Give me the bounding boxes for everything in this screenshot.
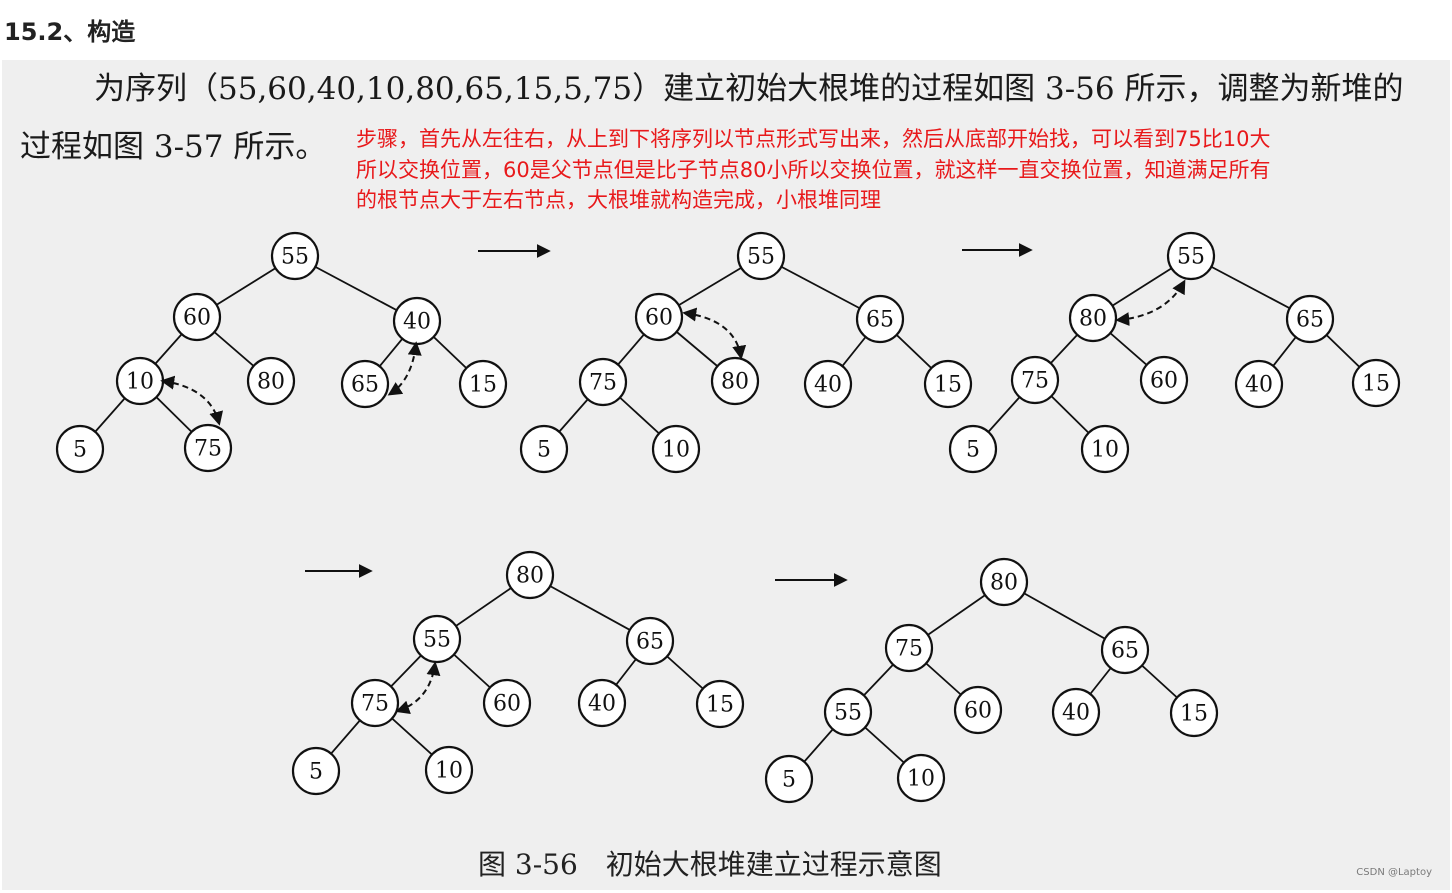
step-2-node-label: 15 bbox=[934, 373, 962, 398]
step-3-node-label: 40 bbox=[1245, 373, 1273, 398]
step-1-node-label: 75 bbox=[194, 437, 222, 462]
step-5-node-label: 5 bbox=[782, 768, 796, 793]
step-2-node-label: 10 bbox=[662, 438, 690, 463]
step-5-node-label: 40 bbox=[1062, 701, 1090, 726]
step-5-node-label: 10 bbox=[907, 767, 935, 792]
step-2-node-15 bbox=[923, 359, 973, 409]
step-3-node-10 bbox=[1080, 424, 1130, 474]
figure-caption: 图 3-56 初始大根堆建立过程示意图 bbox=[478, 848, 942, 881]
step-1-node-label: 5 bbox=[73, 438, 87, 463]
step-2-node-label: 75 bbox=[589, 371, 617, 396]
step-1-node-55 bbox=[270, 231, 320, 281]
step-3-node-label: 65 bbox=[1296, 308, 1324, 333]
step-2-node-label: 55 bbox=[747, 245, 775, 270]
step-3-node-60 bbox=[1139, 355, 1189, 405]
step-5-node-60 bbox=[953, 685, 1003, 735]
step-4-node-15 bbox=[695, 679, 745, 729]
step-1-node-80 bbox=[246, 356, 296, 406]
step-2-node-40 bbox=[803, 359, 853, 409]
step-4-node-5 bbox=[291, 746, 341, 796]
step-2-node-55 bbox=[736, 231, 786, 281]
step-4-node-label: 40 bbox=[588, 692, 616, 717]
figure-panel bbox=[2, 60, 1450, 890]
step-5-node-label: 80 bbox=[990, 571, 1018, 596]
step-4-node-label: 55 bbox=[423, 628, 451, 653]
step-1-node-15 bbox=[458, 359, 508, 409]
step-3-node-label: 80 bbox=[1079, 307, 1107, 332]
step-5-node-65 bbox=[1100, 625, 1150, 675]
step-4-node-label: 15 bbox=[706, 693, 734, 718]
step-4-node-label: 65 bbox=[636, 630, 664, 655]
step-1-node-60 bbox=[172, 292, 222, 342]
annotation-line-1: 步骤，首先从左往右，从上到下将序列以节点形式写出来，然后从底部开始找，可以看到7… bbox=[356, 127, 1271, 151]
step-2-node-10 bbox=[651, 424, 701, 474]
step-5-node-label: 55 bbox=[834, 701, 862, 726]
step-5-node-75 bbox=[884, 623, 934, 673]
step-1-node-label: 10 bbox=[126, 370, 154, 395]
step-5-node-40 bbox=[1051, 687, 1101, 737]
step-4-node-label: 75 bbox=[361, 692, 389, 717]
step-4-node-40 bbox=[577, 678, 627, 728]
step-3-node-label: 55 bbox=[1177, 245, 1205, 270]
step-5-node-10 bbox=[896, 753, 946, 803]
step-5-node-15 bbox=[1169, 688, 1219, 738]
annotation-line-2: 所以交换位置，60是父节点但是比子节点80小所以交换位置，就这样一直交换位置，知… bbox=[356, 157, 1271, 182]
step-2-node-label: 40 bbox=[814, 373, 842, 398]
step-2-node-60 bbox=[634, 292, 684, 342]
step-1-node-label: 80 bbox=[257, 370, 285, 395]
step-4-node-60 bbox=[482, 678, 532, 728]
annotation-note: 步骤，首先从左往右，从上到下将序列以节点形式写出来，然后从底部开始找，可以看到7… bbox=[356, 124, 1406, 216]
step-1-swap-arrow-1 bbox=[160, 375, 223, 426]
step-5-node-label: 60 bbox=[964, 699, 992, 724]
step-2-swap-arrow-1 bbox=[682, 307, 747, 360]
step-2-node-65 bbox=[855, 294, 905, 344]
step-3-node-label: 15 bbox=[1362, 372, 1390, 397]
step-2-node-label: 80 bbox=[721, 370, 749, 395]
step-3-node-15 bbox=[1351, 358, 1401, 408]
step-3-node-label: 5 bbox=[966, 438, 980, 463]
step-1-node-5 bbox=[55, 424, 105, 474]
step-4-node-65 bbox=[625, 616, 675, 666]
step-1-node-label: 65 bbox=[351, 373, 379, 398]
step-1-node-label: 40 bbox=[403, 310, 431, 335]
step-1-node-label: 15 bbox=[469, 373, 497, 398]
book-text-line-2: 过程如图 3-57 所示。 bbox=[20, 129, 327, 165]
step-4-node-80 bbox=[505, 550, 555, 600]
step-5-node-80 bbox=[979, 557, 1029, 607]
step-5-node-label: 65 bbox=[1111, 639, 1139, 664]
step-5-node-5 bbox=[764, 754, 814, 804]
step-3-node-label: 60 bbox=[1150, 369, 1178, 394]
step-2-node-75 bbox=[578, 357, 628, 407]
step-3-node-55 bbox=[1166, 231, 1216, 281]
step-4-node-label: 80 bbox=[516, 564, 544, 589]
step-3-node-40 bbox=[1234, 359, 1284, 409]
step-5-node-label: 75 bbox=[895, 637, 923, 662]
step-4-node-label: 10 bbox=[435, 759, 463, 784]
annotation-line-3: 的根节点大于左右节点，大根堆就构造完成，小根堆同理 bbox=[356, 188, 881, 212]
step-2-node-label: 5 bbox=[537, 438, 551, 463]
step-3-node-label: 75 bbox=[1021, 369, 1049, 394]
step-1-swap-arrow-2 bbox=[387, 341, 422, 396]
section-title: 15.2、构造 bbox=[4, 18, 136, 46]
step-2-node-5 bbox=[519, 424, 569, 474]
step-1-node-label: 60 bbox=[183, 306, 211, 331]
step-1-node-label: 55 bbox=[281, 245, 309, 270]
step-3-node-5 bbox=[948, 424, 998, 474]
step-5-node-55 bbox=[823, 687, 873, 737]
step-3-node-label: 10 bbox=[1091, 438, 1119, 463]
step-2-node-label: 65 bbox=[866, 308, 894, 333]
step-4-swap-arrow-1 bbox=[395, 661, 441, 714]
book-text-line-1: 为序列（55,60,40,10,80,65,15,5,75）建立初始大根堆的过程… bbox=[94, 71, 1404, 107]
step-3-node-65 bbox=[1285, 294, 1335, 344]
step-4-node-label: 60 bbox=[493, 692, 521, 717]
step-3-swap-arrow-1 bbox=[1115, 279, 1186, 327]
step-4-node-10 bbox=[424, 745, 474, 795]
step-5-node-label: 15 bbox=[1180, 702, 1208, 727]
step-4-node-label: 5 bbox=[309, 760, 323, 785]
step-3-node-75 bbox=[1010, 355, 1060, 405]
credit-watermark: CSDN @Laptoy bbox=[1356, 867, 1432, 878]
step-2-node-label: 60 bbox=[645, 306, 673, 331]
